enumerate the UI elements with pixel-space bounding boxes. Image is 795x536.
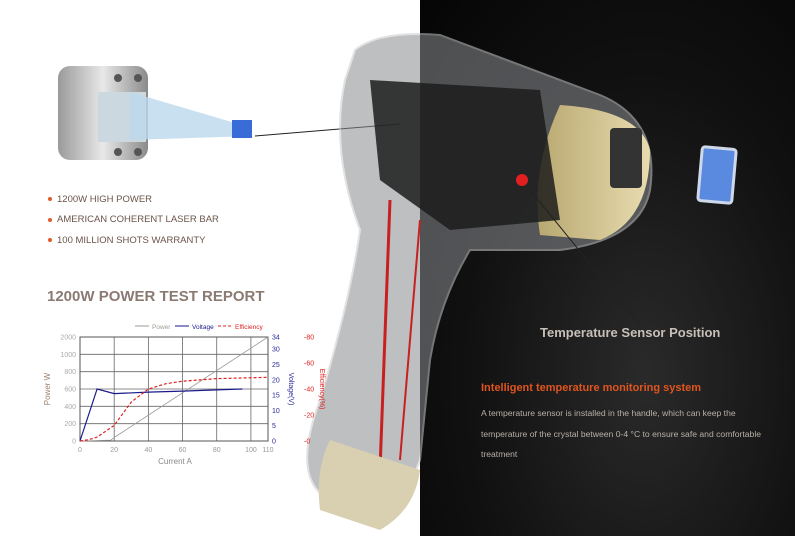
y2-tick-label: 25 — [272, 362, 280, 369]
y-axis-label: Power W — [43, 372, 52, 405]
feature-item: AMERICAN COHERENT LASER BAR — [48, 210, 219, 231]
y3-axis-label: Efficiency(%) — [318, 369, 325, 410]
x-tick-label: 110 — [262, 447, 273, 454]
laser-bar-module — [58, 66, 252, 160]
y2-tick-label: 30 — [272, 347, 280, 354]
feature-label: AMERICAN COHERENT LASER BAR — [57, 214, 219, 226]
y3-tick-label: -0 — [304, 439, 310, 446]
y2-axis-label: Voltage(V) — [287, 373, 294, 406]
bullet-icon — [48, 197, 52, 202]
feature-item: 1200W HIGH POWER — [48, 189, 219, 210]
y-tick-label: 2000 — [60, 335, 76, 342]
x-tick-label: 80 — [213, 447, 221, 454]
series-line-power — [79, 336, 269, 442]
series-line-voltage — [79, 388, 243, 442]
x-tick-label: 60 — [179, 447, 187, 454]
feature-item: 100 MILLION SHOTS WARRANTY — [48, 230, 219, 251]
y-tick-label: 200 — [64, 421, 76, 428]
feature-label: 100 MILLION SHOTS WARRANTY — [57, 234, 206, 246]
y2-tick-label: 20 — [272, 377, 280, 384]
y3-tick-label: -20 — [304, 413, 314, 420]
crystal-window — [696, 145, 738, 205]
bullet-icon — [48, 238, 52, 243]
y2-tick-label: 10 — [272, 408, 280, 415]
y2-tick-label: 0 — [272, 439, 276, 446]
plot-frame — [79, 336, 269, 442]
y-tick-label: 600 — [64, 387, 76, 394]
y2-tick-label: 5 — [272, 423, 276, 430]
feature-label: 1200W HIGH POWER — [57, 193, 153, 205]
y-tick-label: 0 — [72, 439, 76, 446]
info-heading: Intelligent temperature monitoring syste… — [481, 382, 702, 394]
y3-tick-label: -80 — [304, 335, 314, 342]
y-tick-label: 1000 — [60, 352, 76, 359]
x-tick-label: 100 — [245, 447, 257, 454]
y2-tick-label: 34 — [272, 335, 280, 342]
y-tick-label: 800 — [64, 369, 76, 376]
feature-list: 1200W HIGH POWER AMERICAN COHERENT LASER… — [48, 189, 219, 251]
y-tick-label: 400 — [64, 404, 76, 411]
report-title: 1200W POWER TEST REPORT — [47, 288, 265, 305]
x-tick-label: 40 — [144, 447, 152, 454]
x-tick-label: 0 — [78, 447, 82, 454]
y3-tick-label: -60 — [304, 361, 314, 368]
legend-label: Power — [152, 324, 171, 331]
sensor-position-label: Temperature Sensor Position — [540, 325, 721, 340]
x-tick-label: 20 — [110, 447, 118, 454]
info-body: A temperature sensor is installed in the… — [481, 408, 762, 459]
handpiece — [306, 33, 653, 530]
series-line-efficiency — [79, 376, 269, 442]
y3-tick-label: -40 — [304, 387, 314, 394]
legend-label: Efficiency — [235, 324, 263, 331]
x-axis-label: Current A — [158, 457, 192, 466]
bullet-icon — [48, 217, 52, 222]
y2-tick-label: 15 — [272, 393, 280, 400]
legend-label: Voltage — [192, 324, 214, 331]
